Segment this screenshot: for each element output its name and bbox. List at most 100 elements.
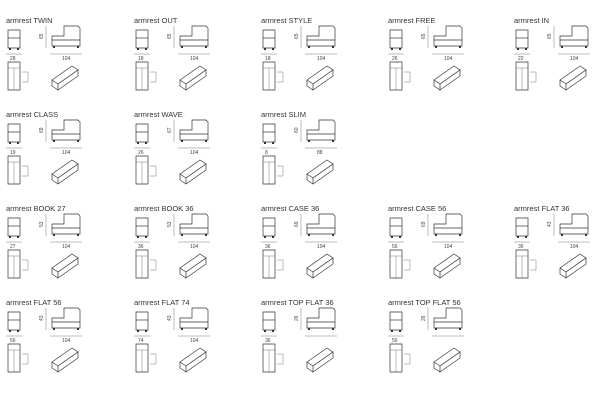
armrest-title: armrest WAVE: [134, 110, 183, 119]
depth-dimension-label: 88: [317, 150, 323, 156]
front-view-drawing: [6, 217, 22, 243]
depth-dimension-label: 104: [62, 338, 71, 344]
perspective-view-drawing: [433, 65, 461, 91]
front-view-drawing: [134, 311, 150, 337]
width-dimension-label: 18: [265, 56, 271, 62]
front-view-drawing: [388, 311, 404, 337]
top-view-drawing: [262, 249, 284, 279]
height-dimension-label: 60: [294, 127, 300, 133]
front-view-drawing: [388, 29, 404, 55]
side-view-drawing: [427, 307, 464, 337]
width-dimension-label: 56: [392, 338, 398, 344]
top-view-drawing: [7, 249, 29, 279]
width-dimension-label: 56: [392, 244, 398, 250]
perspective-view-drawing: [306, 253, 334, 279]
armrest-technical-drawing: 27 53 104: [6, 213, 82, 279]
perspective-view-drawing: [179, 347, 207, 373]
front-view-drawing: [134, 29, 150, 55]
width-dimension-label: 26: [392, 56, 398, 62]
width-dimension-label: 22: [518, 56, 524, 62]
width-dimension-label: 36: [265, 338, 271, 344]
armrest-title: armrest FLAT 36: [514, 204, 570, 213]
front-view-drawing: [514, 217, 530, 243]
height-dimension-label: 43: [547, 221, 553, 227]
side-view-drawing: [173, 119, 210, 149]
top-view-drawing: [389, 249, 411, 279]
front-view-drawing: [261, 311, 277, 337]
height-dimension-label: 65: [39, 33, 45, 39]
front-view-drawing: [134, 123, 150, 149]
armrest-title: armrest CASE 36: [261, 204, 320, 213]
top-view-drawing: [135, 61, 157, 91]
top-view-drawing: [262, 343, 284, 373]
armrest-title: armrest BOOK 36: [134, 204, 194, 213]
width-dimension-label: 56: [10, 338, 16, 344]
side-view-drawing: [173, 213, 210, 243]
side-view-drawing: [45, 213, 82, 243]
height-dimension-label: 26: [294, 315, 300, 321]
armrest-technical-drawing: 74 43 104: [134, 307, 210, 373]
width-dimension-label: 74: [138, 338, 144, 344]
perspective-view-drawing: [559, 253, 587, 279]
height-dimension-label: 43: [167, 315, 173, 321]
armrest-technical-drawing: 26 65 104: [388, 25, 464, 91]
front-view-drawing: [261, 29, 277, 55]
height-dimension-label: 53: [39, 221, 45, 227]
side-view-drawing: [427, 25, 464, 55]
perspective-view-drawing: [179, 65, 207, 91]
width-dimension-label: 28: [10, 56, 16, 62]
depth-dimension-label: 104: [190, 56, 199, 62]
armrest-title: armrest CLASS: [6, 110, 59, 119]
depth-dimension-label: 104: [444, 56, 453, 62]
height-dimension-label: 65: [421, 33, 427, 39]
perspective-view-drawing: [433, 253, 461, 279]
armrest-title: armrest OUT: [134, 16, 178, 25]
perspective-view-drawing: [51, 347, 79, 373]
front-view-drawing: [261, 217, 277, 243]
armrest-technical-drawing: 8 60 88: [261, 119, 337, 185]
width-dimension-label: 19: [10, 150, 16, 156]
side-view-drawing: [173, 25, 210, 55]
armrest-title: armrest BOOK 27: [6, 204, 66, 213]
top-view-drawing: [135, 155, 157, 185]
width-dimension-label: 36: [138, 244, 144, 250]
armrest-title: armrest STYLE: [261, 16, 313, 25]
armrest-item: armrest TOP FLAT 36 36 26: [261, 298, 379, 384]
width-dimension-label: 8: [265, 150, 268, 156]
front-view-drawing: [261, 123, 277, 149]
depth-dimension-label: 104: [190, 338, 199, 344]
depth-dimension-label: 104: [62, 244, 71, 250]
height-dimension-label: 65: [167, 33, 173, 39]
perspective-view-drawing: [433, 347, 461, 373]
front-view-drawing: [6, 311, 22, 337]
perspective-view-drawing: [306, 347, 334, 373]
armrest-title: armrest TOP FLAT 56: [388, 298, 461, 307]
armrest-title: armrest CASE 56: [388, 204, 447, 213]
depth-dimension-label: 104: [317, 244, 326, 250]
height-dimension-label: 69: [39, 127, 45, 133]
perspective-view-drawing: [559, 65, 587, 91]
front-view-drawing: [134, 217, 150, 243]
side-view-drawing: [300, 25, 337, 55]
depth-dimension-label: 104: [62, 56, 71, 62]
front-view-drawing: [514, 29, 530, 55]
height-dimension-label: 65: [294, 33, 300, 39]
perspective-view-drawing: [51, 253, 79, 279]
armrest-title: armrest IN: [514, 16, 550, 25]
armrest-title: armrest TOP FLAT 36: [261, 298, 334, 307]
side-view-drawing: [300, 307, 337, 337]
top-view-drawing: [7, 61, 29, 91]
width-dimension-label: 27: [10, 244, 16, 250]
